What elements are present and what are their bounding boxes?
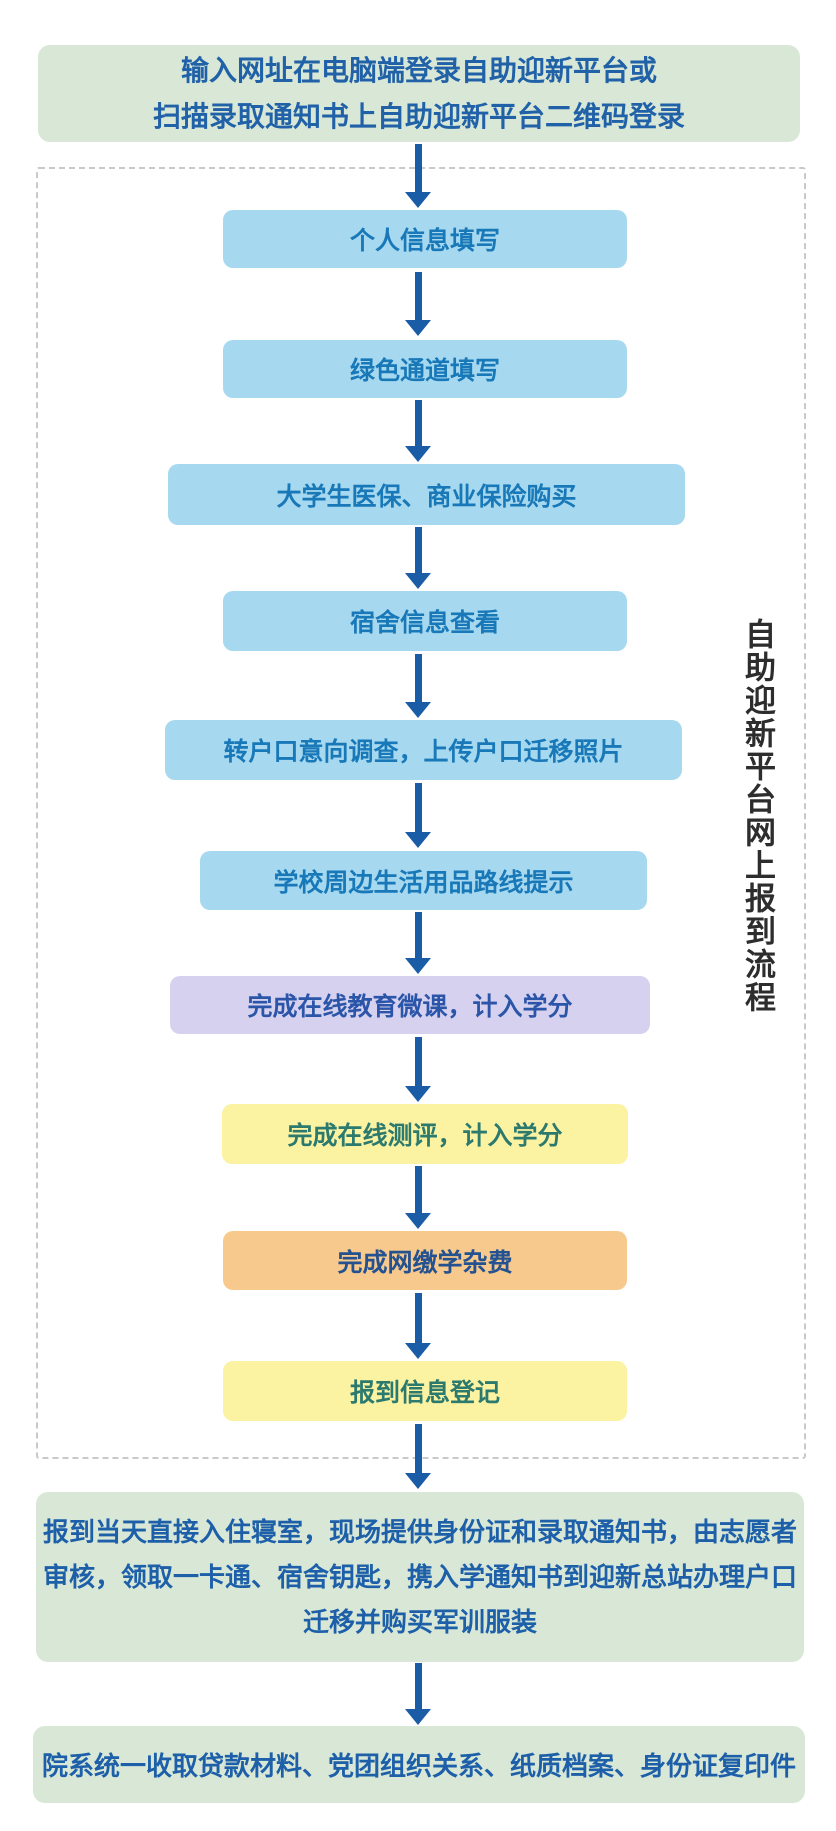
- step-online-microcourse: 完成在线教育微课，计入学分: [170, 976, 650, 1034]
- down-arrow-icon: [405, 527, 431, 589]
- step-checkin-registration: 报到信息登记: [223, 1361, 627, 1421]
- step-dorm-info: 宿舍信息查看: [223, 591, 627, 651]
- down-arrow-icon: [405, 1037, 431, 1102]
- down-arrow-icon: [405, 1166, 431, 1229]
- step-campus-route-tips: 学校周边生活用品路线提示: [200, 851, 647, 910]
- down-arrow-icon: [405, 400, 431, 462]
- down-arrow-icon: [405, 144, 431, 208]
- step-personal-info: 个人信息填写: [223, 210, 627, 268]
- down-arrow-icon: [405, 1424, 431, 1489]
- start-box: 输入网址在电脑端登录自助迎新平台或 扫描录取通知书上自助迎新平台二维码登录: [38, 45, 800, 142]
- down-arrow-icon: [405, 783, 431, 848]
- department-collection-box: 院系统一收取贷款材料、党团组织关系、纸质档案、身份证复印件: [33, 1726, 805, 1803]
- onsite-checkin-box: 报到当天直接入住寝室，现场提供身份证和录取通知书，由志愿者 审核，领取一卡通、宿…: [36, 1492, 804, 1662]
- step-online-assessment: 完成在线测评，计入学分: [222, 1104, 628, 1164]
- down-arrow-icon: [405, 912, 431, 974]
- step-insurance-purchase: 大学生医保、商业保险购买: [168, 464, 685, 525]
- down-arrow-icon: [405, 1293, 431, 1359]
- step-online-tuition-pay: 完成网缴学杂费: [223, 1231, 627, 1290]
- side-label-online-process: 自助迎新平台网上报到流程: [740, 618, 775, 1014]
- down-arrow-icon: [405, 654, 431, 718]
- step-hukou-survey: 转户口意向调查，上传户口迁移照片: [165, 720, 682, 780]
- down-arrow-icon: [405, 1663, 431, 1725]
- step-green-channel: 绿色通道填写: [223, 340, 627, 398]
- down-arrow-icon: [405, 272, 431, 336]
